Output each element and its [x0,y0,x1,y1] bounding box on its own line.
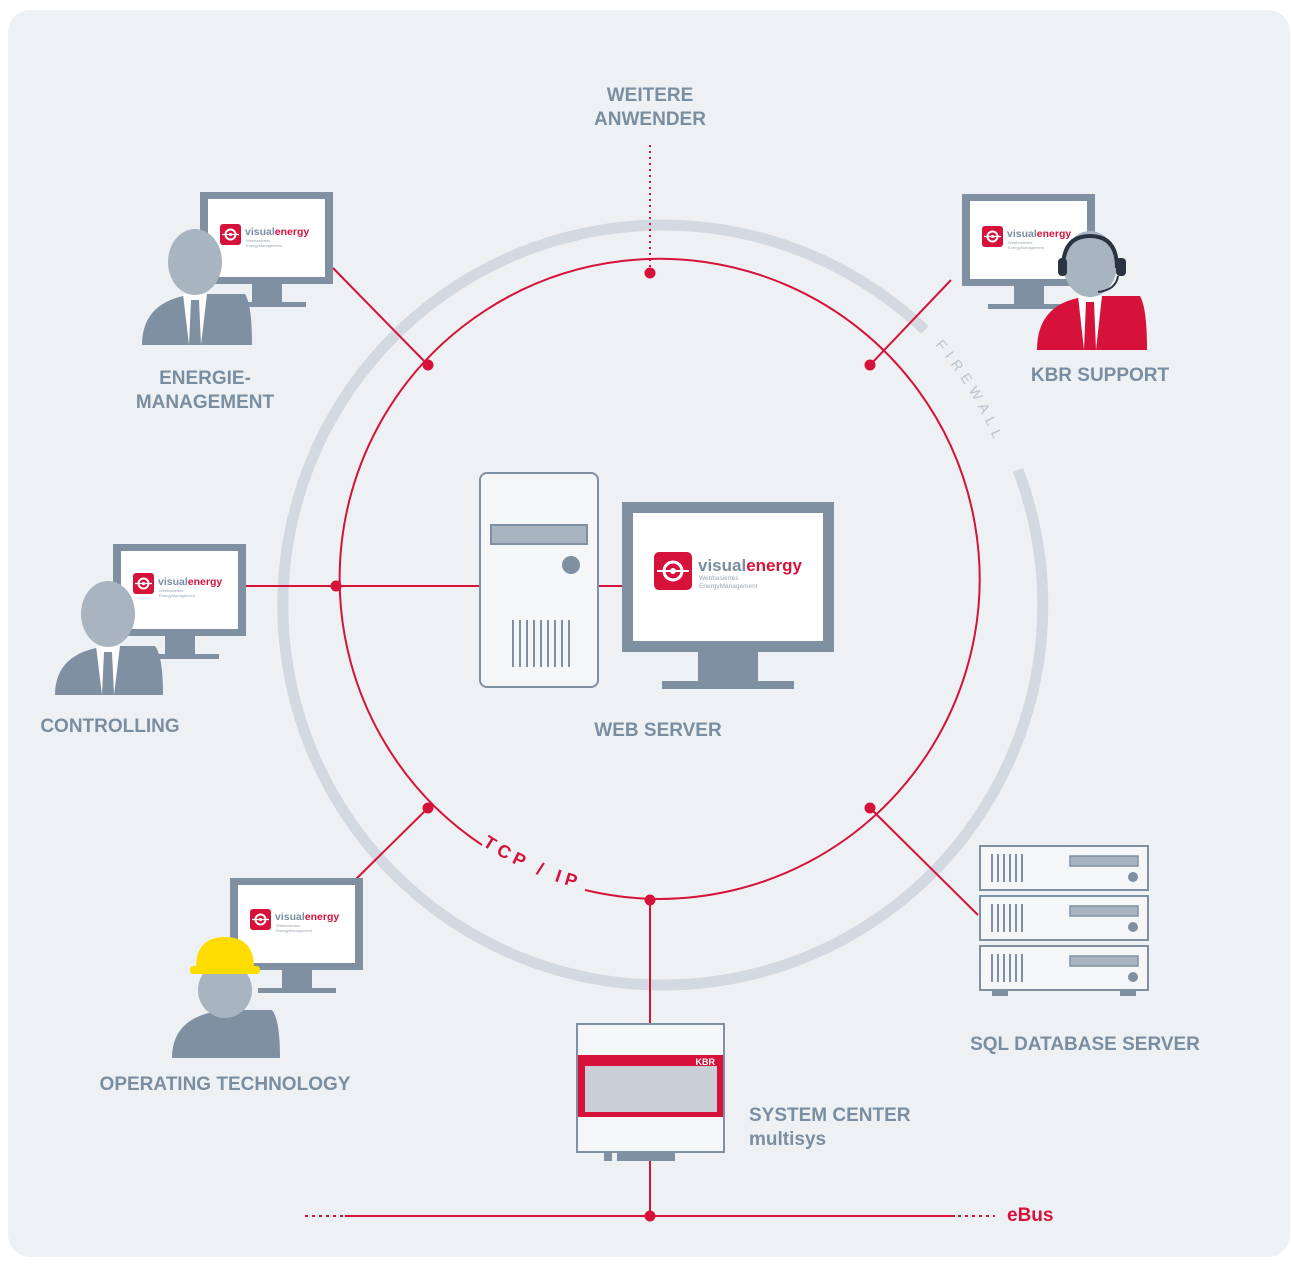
kbr-badge: KBR [696,1057,716,1067]
logo-tagline-1: Webbasiertes [699,575,739,582]
logo-tagline-2: EnergyManagement [699,583,758,590]
rack-server-icon [979,945,1149,991]
logo-word-visual: visual [245,226,275,238]
node-left [330,580,342,592]
logo-word-visual: visual [275,911,305,923]
svg-text:visualenergy: visualenergy [698,556,802,575]
svg-text:visualenergy: visualenergy [1007,228,1071,240]
node-top [644,267,656,279]
logo-word-energy: energy [746,556,802,575]
logo-tagline-2: EnergyManagement [159,593,196,598]
logo-word-visual: visual [698,556,746,575]
monitor-icon: visualenergy Webbasiertes EnergyManageme… [622,502,834,689]
logo-tagline-2: EnergyManagement [1008,245,1045,250]
label-controlling: CONTROLLING [40,716,180,737]
svg-text:visualenergy: visualenergy [245,226,309,238]
label-energiemanagement: ENERGIE-MANAGEMENT [135,368,275,413]
logo-word-energy: energy [275,226,310,238]
visual-energy-logo-icon [133,573,154,594]
line-operating-technology [349,807,429,886]
junction-nodes [330,267,876,1222]
rack-feet [992,990,1136,996]
person-icon [55,581,163,695]
node-lower-right [864,802,876,814]
person-icon [142,229,252,345]
logo-tagline-2: EnergyManagement [276,928,313,933]
sql-database-server [979,845,1149,996]
svg-text:visualenergy: visualenergy [275,911,339,923]
person-icon [1037,231,1147,350]
line-energiemanagement [332,267,429,366]
logo-word-energy: energy [305,911,340,923]
logo-tagline-1: Webbasiertes [276,923,300,928]
tower-server-icon [479,472,599,688]
logo-word-visual: visual [158,576,188,588]
visual-energy-logo-icon [654,552,692,590]
node-ebus [644,1210,656,1222]
visual-energy-logo-icon [982,226,1003,247]
label-web-server: WEB SERVER [594,720,722,741]
controlling-workstation: visualenergy Webbasiertes EnergyManageme… [55,544,246,695]
logo-word-visual: visual [1007,228,1037,240]
person-icon [172,962,280,1058]
label-kbr-support: KBR SUPPORT [1030,365,1170,386]
rack-server-icon [979,845,1149,891]
logo-tagline-1: Webbasiertes [1008,240,1032,245]
monitor-icon: visualenergy Webbasiertes EnergyManageme… [113,544,246,659]
label-ebus: eBus [1007,1205,1054,1226]
label-sql-database-server: SQL DATABASE SERVER [970,1034,1200,1055]
visual-energy-logo-icon [250,909,271,930]
system-center-device-icon: KBR [576,1023,725,1161]
logo-tagline-2: EnergyManagement [246,243,283,248]
headset-icon [1058,233,1126,293]
svg-text:visualenergy: visualenergy [158,576,222,588]
monitor-icon: visualenergy Webbasiertes EnergyManageme… [200,192,333,307]
rack-server-icon [979,895,1149,941]
operating-technology-workstation: visualenergy Webbasiertes EnergyManageme… [172,878,363,1058]
monitor-icon: visualenergy Webbasiertes EnergyManageme… [230,878,363,993]
kbr-support-workstation: visualenergy Webbasiertes EnergyManageme… [962,194,1147,350]
node-bottom [644,894,656,906]
node-lower-left [422,802,434,814]
logo-tagline-1: Webbasiertes [159,588,183,593]
energiemanagement-workstation: visualenergy Webbasiertes EnergyManageme… [142,192,333,345]
web-server: visualenergy Webbasiertes EnergyManageme… [479,472,834,689]
visual-energy-logo-icon [220,224,241,245]
hard-hat-icon [190,937,260,974]
node-upper-left [422,359,434,371]
line-sql-server [869,807,979,916]
logo-word-energy: energy [1037,228,1072,240]
logo-tagline-1: Webbasiertes [246,238,270,243]
label-operating-technology: OPERATING TECHNOLOGY [99,1074,351,1095]
line-kbr-support [869,279,952,366]
logo-word-energy: energy [188,576,223,588]
node-upper-right [864,359,876,371]
